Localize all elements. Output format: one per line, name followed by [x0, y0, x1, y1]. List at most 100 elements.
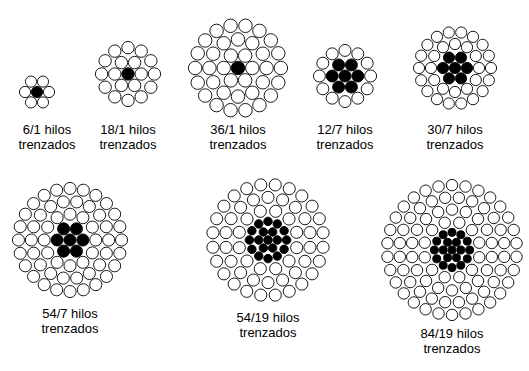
strand-wire — [483, 75, 494, 86]
strand-wire — [247, 194, 259, 206]
strand-wire — [77, 256, 89, 268]
strand-wire — [238, 74, 251, 87]
strand-wire — [473, 62, 484, 73]
strand-wire — [398, 224, 409, 235]
strand-wire — [473, 237, 484, 248]
strand-wire — [224, 103, 237, 116]
strand-wire — [430, 246, 438, 254]
strand-wire — [19, 86, 30, 97]
strand-wire — [218, 268, 230, 280]
strand-wire — [43, 86, 54, 97]
strand-wire — [486, 237, 497, 248]
strand-wire — [485, 62, 496, 73]
strand-wire — [269, 179, 281, 191]
strand-wire — [109, 208, 121, 220]
strand-wire — [405, 276, 416, 287]
strand-wire — [446, 179, 457, 190]
strand-wire — [420, 213, 431, 224]
strand-wire — [352, 92, 364, 104]
strand-wire — [51, 212, 63, 224]
strand-wire — [239, 19, 252, 32]
strand-wire — [273, 236, 282, 245]
strand-wire — [289, 201, 301, 213]
strand-wire — [317, 241, 329, 253]
strand-wire — [100, 270, 112, 282]
strand-wire — [94, 259, 106, 271]
strand-caption: 18/1 hilos trenzados — [83, 122, 173, 152]
strand-wire — [77, 284, 89, 296]
strand-wire — [109, 68, 121, 80]
strand-wire — [34, 209, 46, 221]
strand-wire — [188, 61, 201, 74]
strand-wire — [245, 236, 254, 245]
strand-wire — [457, 261, 465, 269]
strand-wire — [148, 68, 160, 80]
strand-wire — [145, 55, 157, 67]
strand-wire — [443, 98, 454, 109]
strand-wire — [420, 275, 431, 286]
strand-wire — [122, 68, 134, 80]
strand-caption: 30/7 hilos trenzados — [410, 122, 500, 152]
strand-wire — [83, 200, 95, 212]
strand-wire — [449, 86, 460, 97]
strand-wire — [306, 268, 318, 280]
strand-wire — [109, 45, 121, 57]
strand-caption: 54/7 hilos trenzados — [25, 306, 115, 336]
strand-wire — [446, 285, 457, 296]
strand-wire — [94, 209, 106, 221]
strand-wire — [339, 70, 351, 82]
strand-wire — [220, 227, 232, 239]
strand-wire — [433, 237, 441, 245]
strand-wire — [439, 231, 447, 239]
strand-wire — [64, 208, 76, 220]
strand-wire — [463, 237, 471, 245]
strand-wire — [472, 275, 483, 286]
strand-wire — [51, 284, 63, 296]
strand-wire — [498, 251, 509, 262]
strand-wire — [282, 236, 291, 245]
strand-wire — [233, 242, 245, 254]
strand-wire — [58, 223, 70, 235]
strand-wire — [210, 98, 223, 111]
strand-wire — [225, 213, 237, 225]
strand-wire — [413, 62, 424, 73]
strand-wire — [122, 41, 134, 53]
strand-wire — [42, 247, 54, 259]
strand-wire — [277, 194, 289, 206]
strand-wire — [345, 81, 357, 93]
strand-wire — [289, 267, 301, 279]
strand-wire — [511, 251, 522, 262]
strand-wire — [446, 204, 457, 215]
strand-wire — [254, 263, 266, 275]
strand-wire — [86, 221, 98, 233]
strand-wire — [394, 237, 405, 248]
strand-wire — [34, 259, 46, 271]
strand-wire — [317, 227, 329, 239]
strand-wire — [431, 31, 442, 42]
strand-wire — [394, 251, 405, 262]
strand-wire — [38, 234, 50, 246]
strand-wire — [42, 221, 54, 233]
strand-wire — [277, 274, 289, 286]
strand-wire — [254, 236, 263, 245]
strand-wire — [494, 288, 505, 299]
strand-wire — [398, 288, 409, 299]
strand-wire — [467, 94, 478, 105]
strand-wire — [313, 255, 325, 267]
strand-wire — [19, 260, 31, 272]
strand-wire — [296, 278, 308, 290]
conductor-cross-section — [413, 27, 496, 109]
strand-wire — [207, 227, 219, 239]
strand-wire — [466, 293, 477, 304]
strand-wire — [473, 304, 484, 315]
strand-wire — [207, 47, 220, 60]
strand-wire — [211, 255, 223, 267]
strand-wire — [398, 264, 409, 275]
strand-wire — [304, 227, 316, 239]
conductor-cross-section — [12, 182, 127, 297]
strand-wire — [339, 44, 351, 56]
strand-wire — [38, 189, 50, 201]
strand-wire — [19, 208, 31, 220]
strand-wire — [448, 228, 456, 236]
